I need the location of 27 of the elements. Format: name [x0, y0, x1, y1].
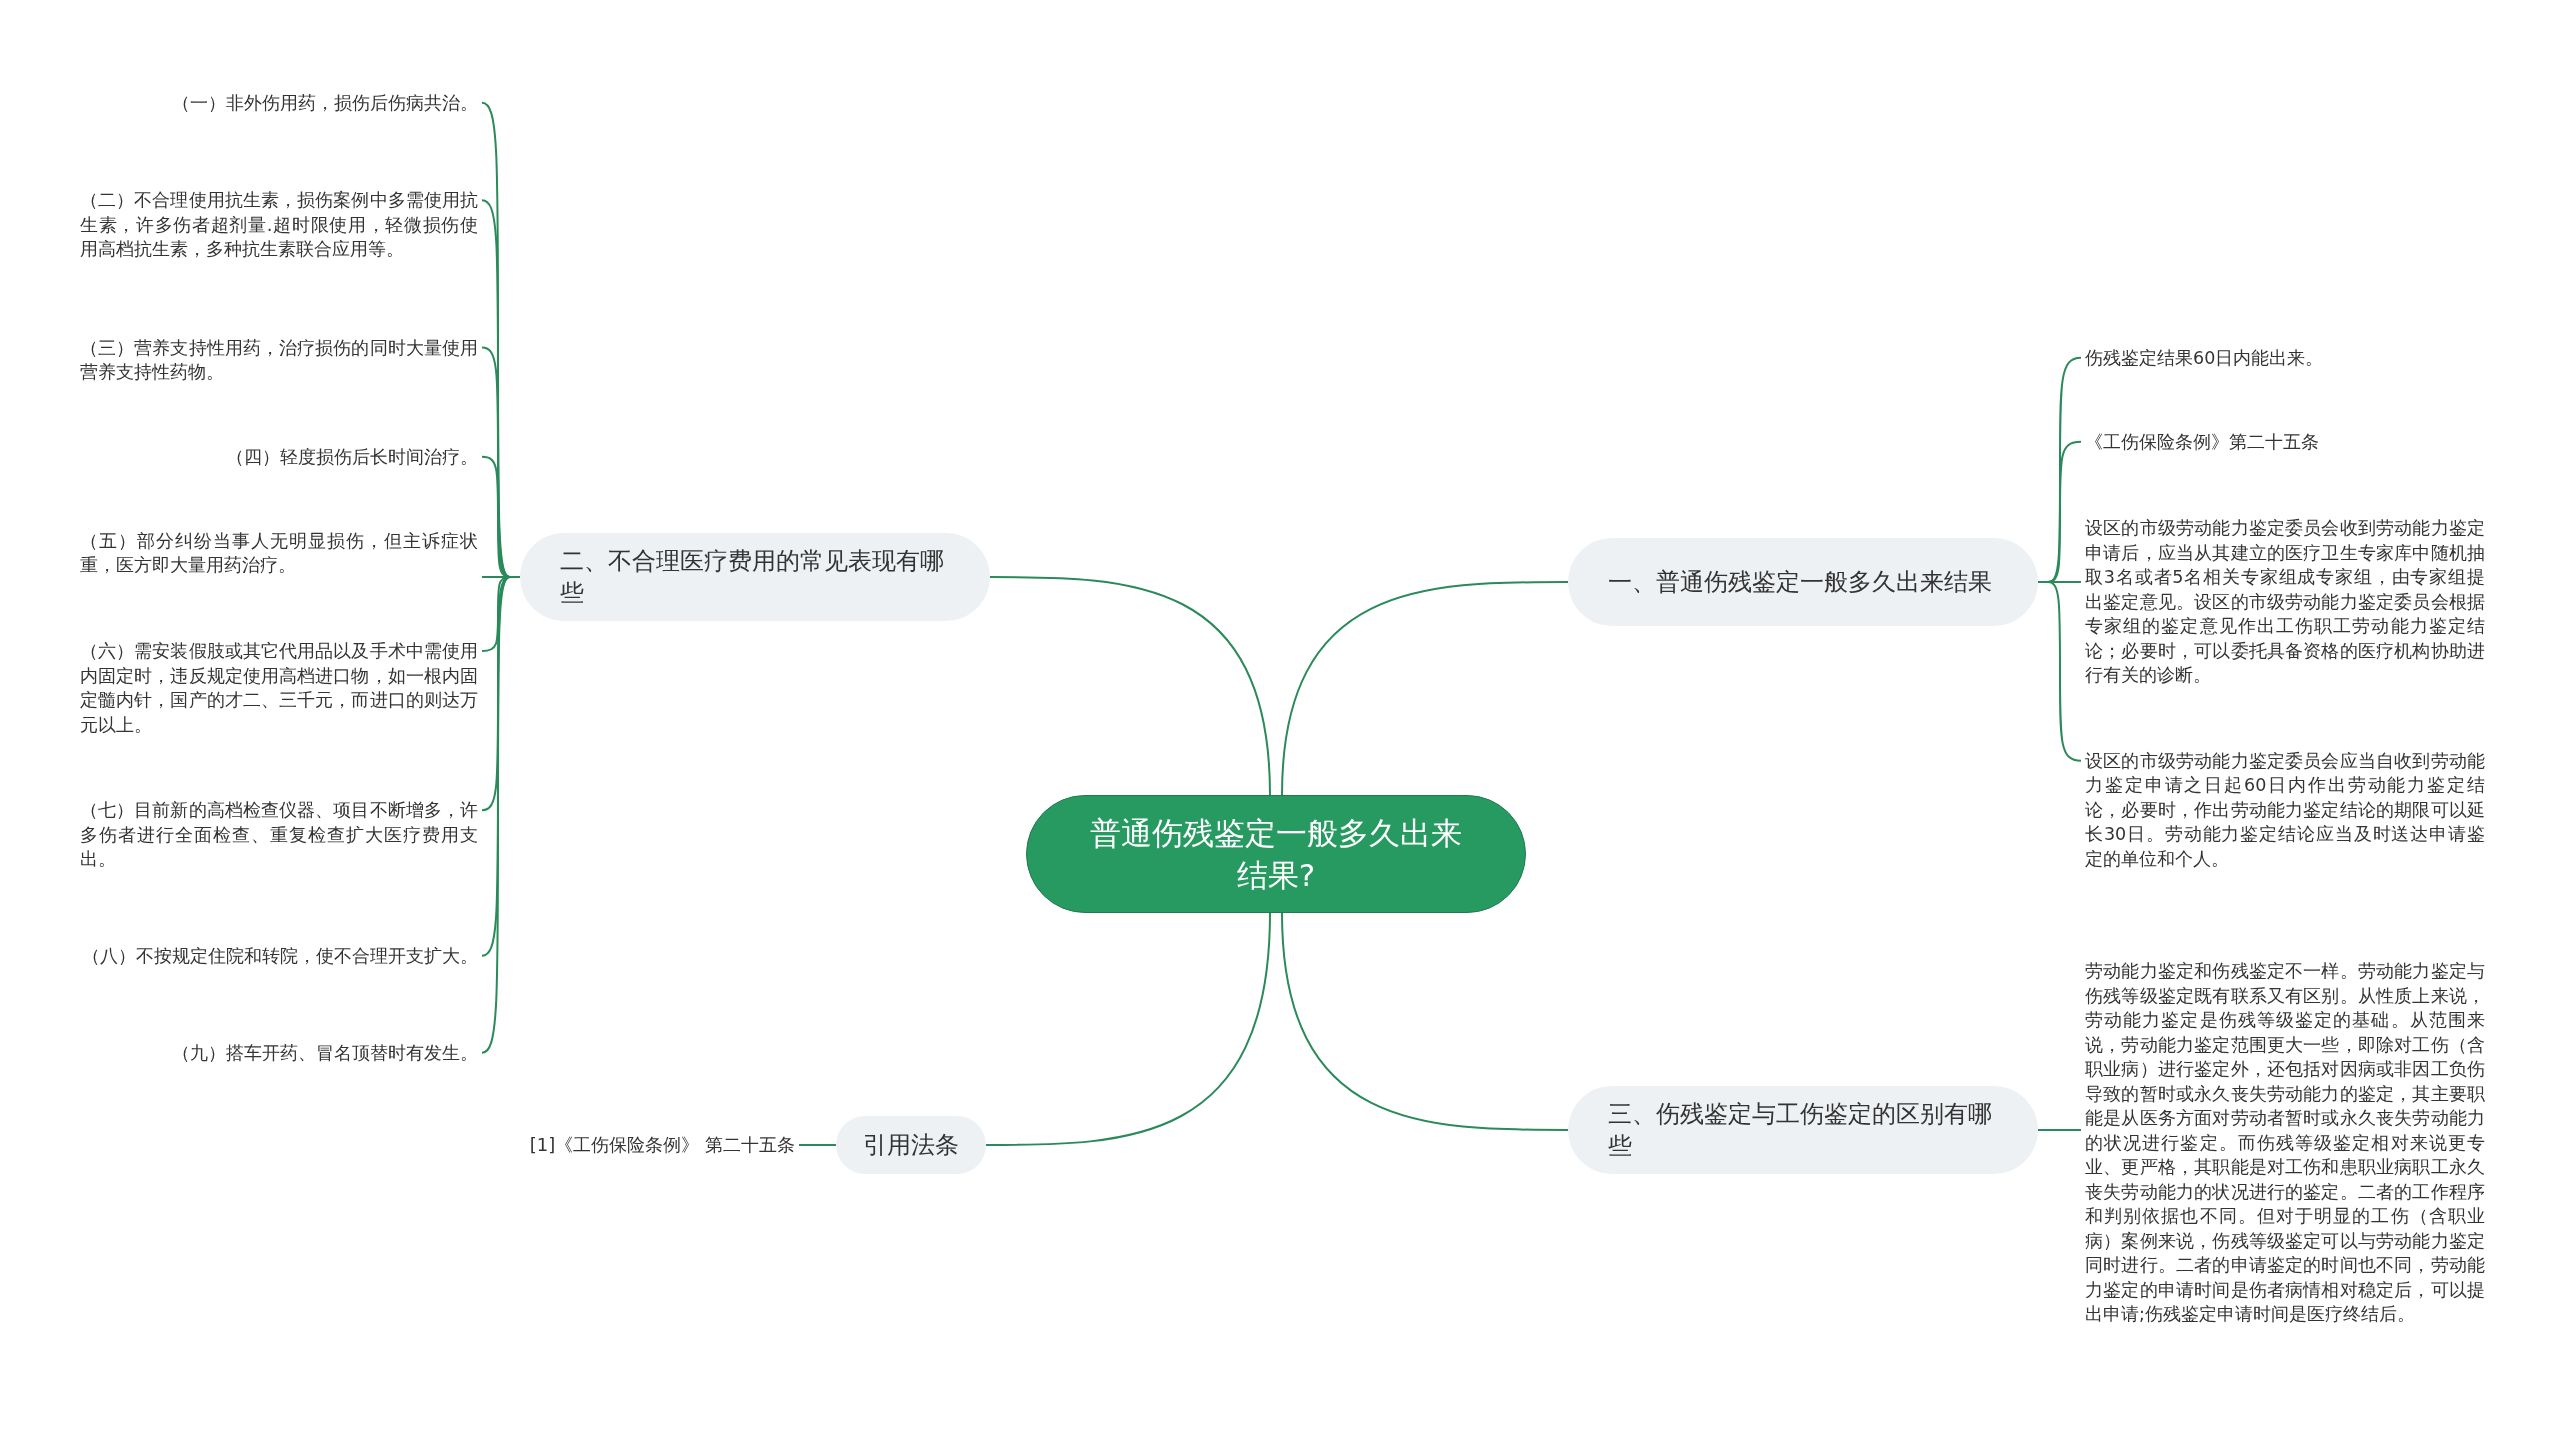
connector-line [798, 1144, 837, 1146]
topic-text: （九）搭车开药、冒名顶替时有发生。 [172, 1040, 478, 1066]
connector-line [2037, 581, 2082, 762]
connector-line [985, 912, 1271, 1146]
connector-line [2037, 1129, 2082, 1131]
topic-text: [1]《工伤保险条例》 第二十五条 [529, 1132, 795, 1158]
topic-text: （五）部分纠纷当事人无明显损伤，但主诉症状重，医方即大量用药治疗。 [80, 528, 478, 578]
topic-box: 一、普通伤残鉴定一般多久出来结果 [1568, 538, 2038, 626]
topic-text: 设区的市级劳动能力鉴定委员会应当自收到劳动能力鉴定申请之日起60日内作出劳动能力鉴定结论，必要时，作出劳动能力鉴定结论的期限可以延长30日。劳动能力鉴定结论应当及时送达申请鉴定的单位和个人。 [2085, 748, 2485, 872]
topic-text: 《工伤保险条例》第二十五条 [2085, 429, 2319, 455]
topic-text: （七）目前新的高档检查仪器、项目不断增多，许多伤者进行全面检查、重复检查扩大医疗费用支出。 [80, 798, 478, 872]
topic-text: （六）需安装假肢或其它代用品以及手术中需使用内固定时，违反规定使用高档进口物，如一根内固定髓内针，国产的才二、三千元，而进口的则达万元以上。 [80, 639, 478, 737]
topic-text: （二）不合理使用抗生素，损伤案例中多需使用抗生素，许多伤者超剂量.超时限使用，轻微损伤使用高档抗生素，多种抗生素联合应用等。 [80, 188, 478, 262]
topic-box: 二、不合理医疗费用的常见表现有哪些 [520, 533, 990, 621]
topic-text: 伤残鉴定结果60日内能出来。 [2085, 345, 2324, 371]
topic-text: （八）不按规定住院和转院，使不合理开支扩大。 [82, 943, 478, 969]
topic-box: 三、伤残鉴定与工伤鉴定的区别有哪些 [1568, 1086, 2038, 1174]
topic-text: 劳动能力鉴定和伤残鉴定不一样。劳动能力鉴定与伤残等级鉴定既有联系又有区别。从性质上来说，劳动能力鉴定是伤残等级鉴定的基础。从范围来说，劳动能力鉴定范围更大一些，即除对工伤（含职业病）进行鉴定外，还包括对因病或非因工负伤导致的暂时或永久丧失劳动能力的鉴定，其主要职能是从医务方面对劳动者暂时或永久丧失劳动能力的状况进行鉴定。而伤残等级鉴定相对来说更专业、更严格，其职能是对工伤和患职业病职工永久丧失劳动能力的状况进行的鉴定。二者的工作程序和判别依据也不同。但对于明显的工伤（含职业病）案例来说，伤残等级鉴定可以与劳动能力鉴定同时进行。二者的申请鉴定的时间也不同，劳动能力鉴定的申请时间是伤者病情相对稳定后，可以提出申请;伤残鉴定申请时间是医疗终结后。 [2085, 959, 2485, 1327]
connector-line [989, 576, 1271, 796]
connector-line [1281, 912, 1569, 1131]
topic-box: 引用法条 [836, 1116, 986, 1174]
topic-text: （四）轻度损伤后长时间治疗。 [226, 444, 478, 470]
central-topic: 普通伤残鉴定一般多久出来结果? [1026, 795, 1526, 913]
connector-line [1281, 581, 1569, 796]
topic-text: （三）营养支持性用药，治疗损伤的同时大量使用营养支持性药物。 [80, 335, 478, 385]
topic-text: 设区的市级劳动能力鉴定委员会收到劳动能力鉴定申请后，应当从其建立的医疗卫生专家库中随机抽取3名或者5名相关专家组成专家组，由专家组提出鉴定意见。设区的市级劳动能力鉴定委员会根据专家组的鉴定意见作出工伤职工劳动能力鉴定结论；必要时，可以委托具备资格的医疗机构协助进行有关的诊断。 [2085, 516, 2485, 688]
topic-text: （一）非外伤用药，损伤后伤病共治。 [172, 90, 478, 116]
